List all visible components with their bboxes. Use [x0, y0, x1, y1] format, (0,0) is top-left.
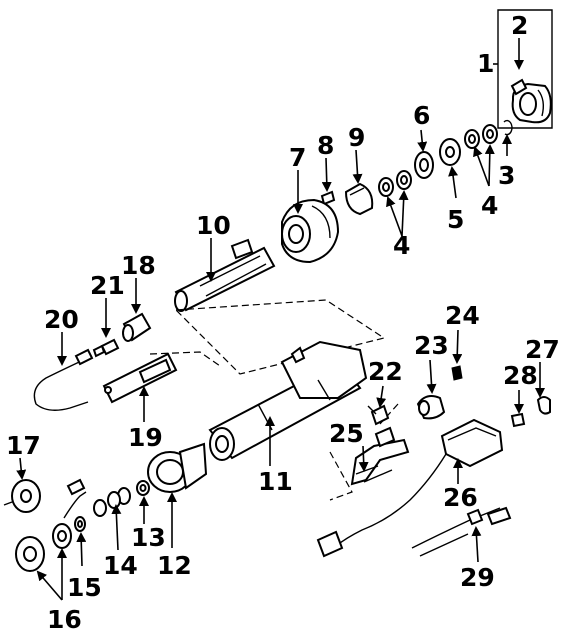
- part-12-shroud: [147, 442, 208, 493]
- part-15-washer: [74, 516, 86, 532]
- part-28-bolt: [510, 412, 526, 428]
- part-19-bracket: [102, 352, 178, 404]
- callout-11: 11: [258, 467, 293, 496]
- callout-20: 20: [44, 305, 79, 334]
- part-16-cam-plates: [15, 478, 87, 572]
- callout-24: 24: [445, 301, 480, 330]
- part-21-connector: [92, 338, 120, 358]
- callout-12: 12: [157, 551, 192, 580]
- part-14-bushings: [93, 487, 131, 517]
- callout-29: 29: [460, 563, 495, 592]
- part-11-column-jacket: [208, 340, 368, 461]
- leader-lines: [16, 38, 545, 601]
- part-4-washer-lower: [378, 170, 412, 197]
- part-26-module: [316, 418, 504, 558]
- part-29-wire: [411, 506, 512, 557]
- part-22-clip: [367, 404, 390, 426]
- callout-22: 22: [368, 357, 403, 386]
- callout-16: 16: [47, 605, 82, 634]
- part-4-washer-upper: [464, 124, 498, 149]
- part-27-clip: [536, 396, 551, 415]
- callout-27: 27: [525, 335, 560, 364]
- callout-2: 2: [511, 11, 528, 40]
- callout-25: 25: [329, 419, 364, 448]
- part-6-ring: [414, 151, 434, 179]
- callout-10: 10: [196, 211, 231, 240]
- callout-4-upper: 4: [481, 191, 498, 220]
- part-20-cable: [33, 348, 94, 411]
- callout-21: 21: [90, 271, 125, 300]
- callout-13: 13: [131, 523, 166, 552]
- part-18-switch: [122, 312, 152, 342]
- part-13-ring: [136, 480, 150, 496]
- callout-labels: 1 2 3 4 5 6 4 9 8 7 10 18 21 20 19 11 12…: [6, 11, 560, 634]
- callout-15: 15: [67, 573, 102, 602]
- callout-19: 19: [128, 423, 163, 452]
- part-24-screw: [451, 365, 463, 381]
- callout-7: 7: [289, 143, 306, 172]
- callout-17: 17: [6, 431, 41, 460]
- part-8-pin: [320, 190, 336, 206]
- callout-1: 1: [477, 49, 494, 78]
- part-7-housing: [281, 198, 340, 264]
- part-5-bearing-ring: [439, 138, 461, 166]
- callout-5: 5: [447, 205, 464, 234]
- part-9-bearing: [344, 182, 374, 216]
- part-23-switch: [416, 395, 446, 420]
- callout-9: 9: [348, 123, 365, 152]
- part-17-plate: [3, 479, 41, 513]
- callout-14: 14: [103, 551, 138, 580]
- part-1-lock-housing: [497, 9, 553, 129]
- callout-18: 18: [121, 251, 156, 280]
- callout-8: 8: [317, 131, 334, 160]
- callout-3: 3: [498, 161, 515, 190]
- callout-28: 28: [503, 361, 538, 390]
- callout-23: 23: [414, 331, 449, 360]
- callout-4-lower: 4: [393, 231, 410, 260]
- part-10-steering-shaft: [174, 238, 276, 312]
- callout-6: 6: [413, 101, 430, 130]
- part-2-retainer: [510, 78, 528, 96]
- callout-26: 26: [443, 483, 478, 512]
